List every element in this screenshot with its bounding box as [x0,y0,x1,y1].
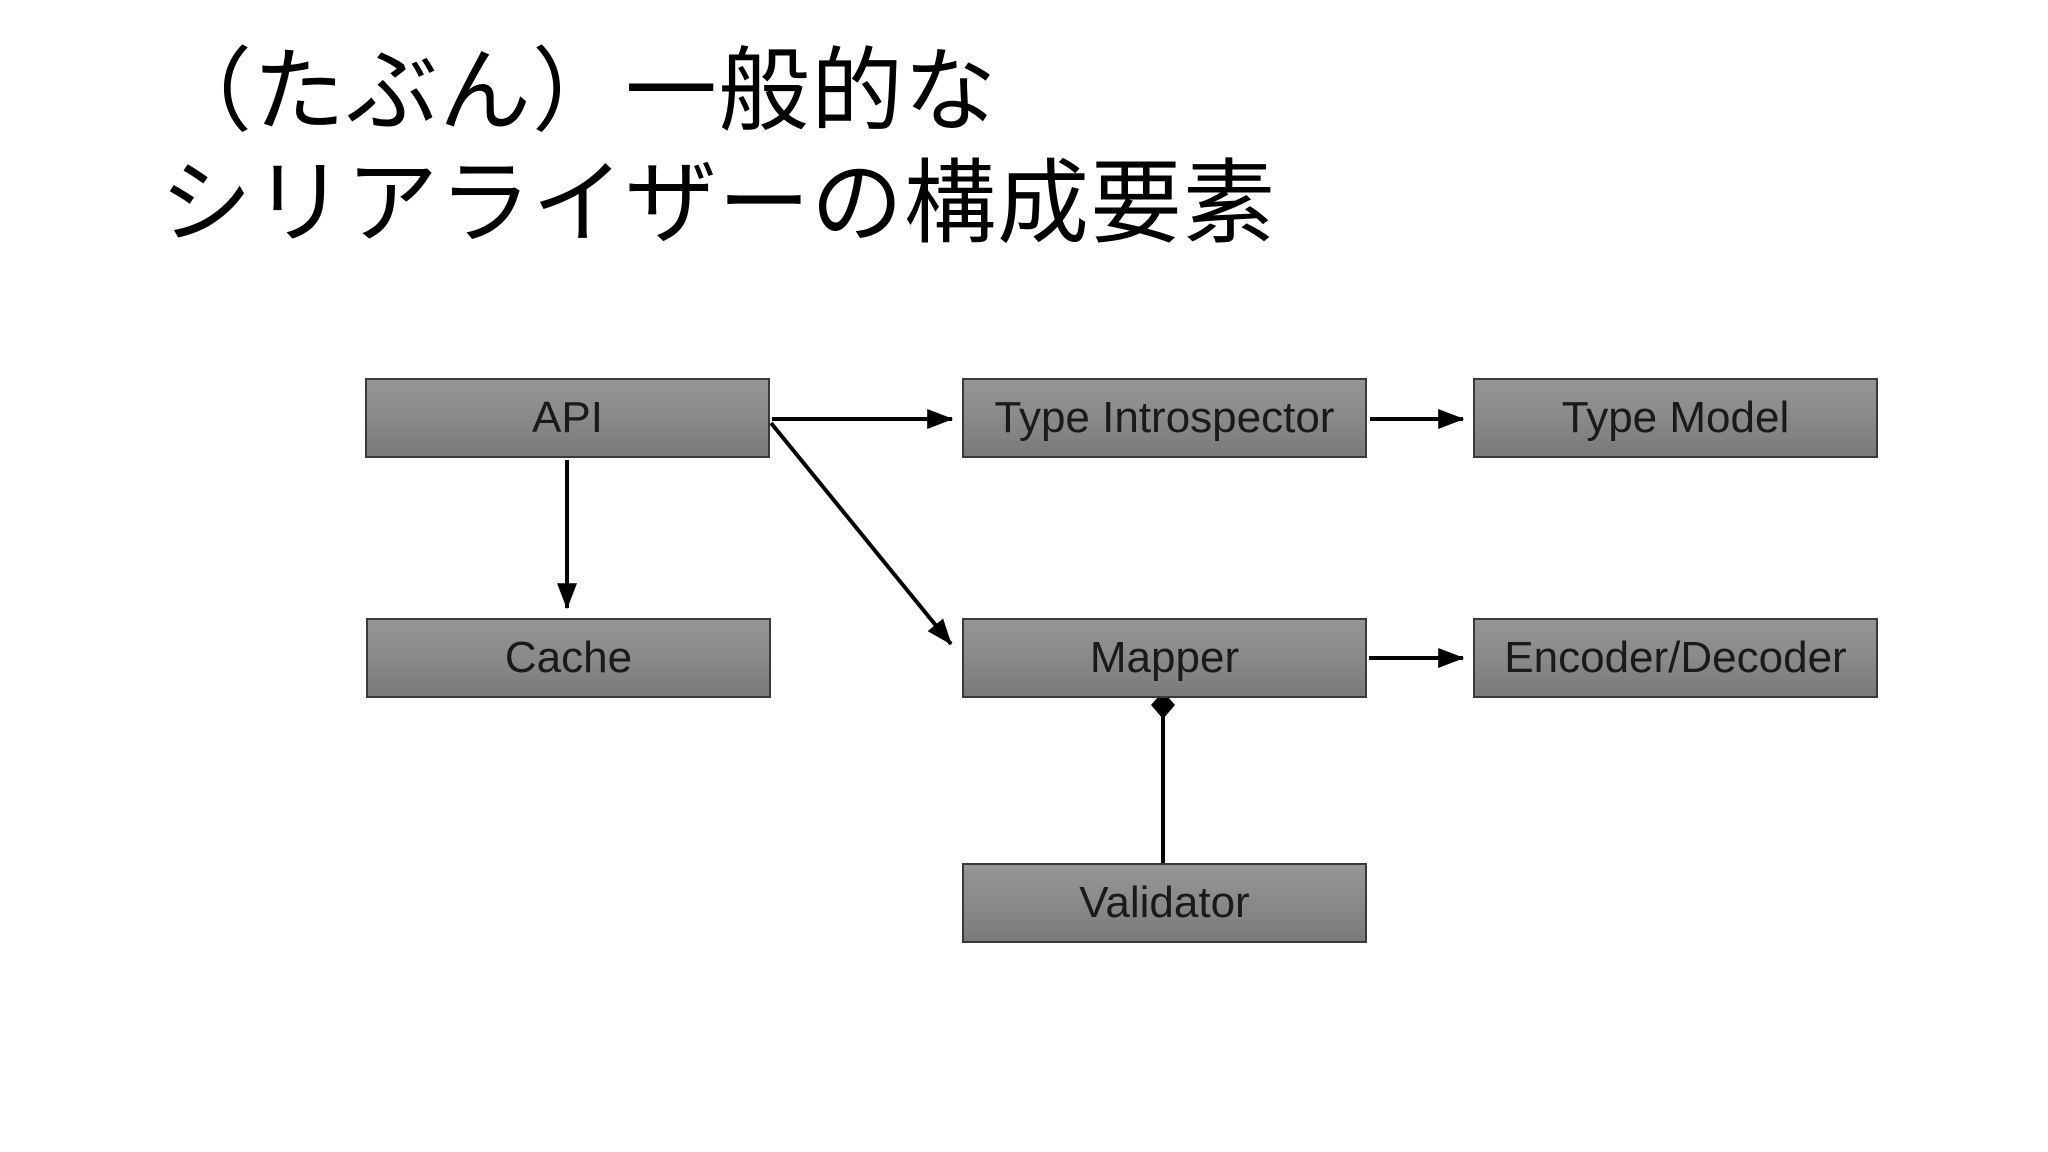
slide-title-line1: （たぶん）一般的な [160,41,998,143]
node-cache-label: Cache [504,633,633,682]
node-encoder-decoder-label: Encoder/Decoder [1504,633,1847,682]
node-validator: Validator [962,863,1367,943]
node-type-model-label: Type Model [1561,393,1790,442]
node-api-label: API [532,393,603,442]
node-mapper-label: Mapper [1089,633,1240,682]
node-type-introspector-label: Type Introspector [994,393,1335,442]
node-validator-label: Validator [1079,878,1250,927]
slide-title: （たぶん）一般的な シリアライザーの構成要素 [160,36,1276,260]
node-mapper: Mapper [962,618,1367,698]
node-type-introspector: Type Introspector [962,378,1367,458]
node-api: API [365,378,770,458]
node-cache: Cache [366,618,771,698]
edge-api-to-mapper-arrow [769,421,953,646]
node-type-model: Type Model [1473,378,1878,458]
slide-title-line2: シリアライザーの構成要素 [160,153,1277,256]
node-encoder-decoder: Encoder/Decoder [1473,618,1878,698]
